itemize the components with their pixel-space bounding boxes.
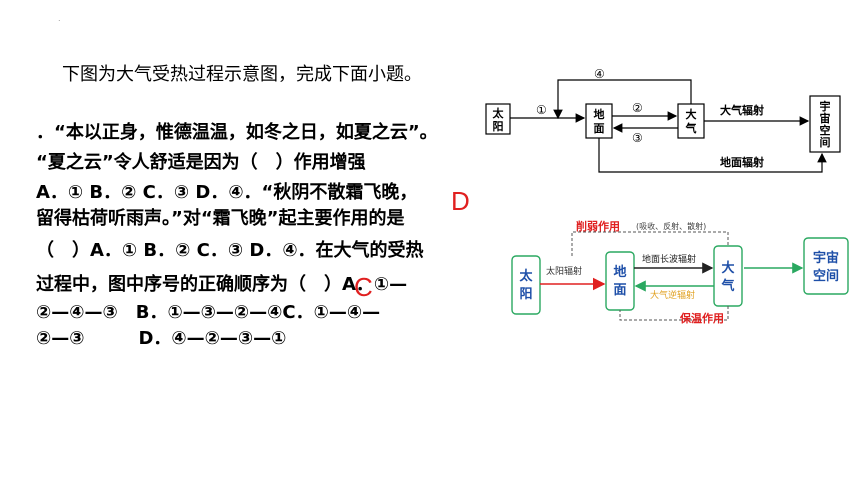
space2-label-2: 空间 [813,268,839,284]
atm2-label-2: 气 [721,278,734,294]
atmosphere-label-2: 气 [685,121,697,135]
question-line-1: ．“本以正身，惟德温温，如冬之日，如夏之云”。 [36,122,438,143]
space-box [809,95,841,153]
heating-process-diagram: 太 阳 地 面 大 气 宇 宙 空 间 ① ④ ② ③ 大气辐射 地面辐射 [485,67,841,173]
space-box-2 [803,237,849,295]
intro-text: 下图为大气受热过程示意图，完成下面小题。 [62,64,422,85]
sun-box-2 [511,255,541,315]
sun2-label-1: 太 [518,268,533,284]
insulation-dashed-line [619,306,729,321]
sun-label-2: 阳 [493,119,504,133]
sun2-label-2: 阳 [519,287,532,302]
weakening-label: 削弱作用 [576,219,620,233]
ground-radiation-arrow [598,138,827,173]
atmosphere-box-2 [713,245,743,307]
answer-mark-d: D [451,186,470,216]
space-label-3: 空 [820,123,831,137]
question-line-4: 留得枯荷听雨声。”对“霜飞晚”起主要作用的是 [36,208,405,229]
insulation-label: 保温作用 [679,311,724,325]
label-n2: ② [632,101,643,115]
ground-label-1: 地 [594,107,605,121]
label-n1: ① [536,103,547,117]
space2-label-1: 宇宙 [813,250,839,266]
question-line-3: A．① B．② C．③ D．④．“秋阴不散霜飞晚， [36,182,418,203]
ground2-label-1: 地 [613,264,626,280]
question-line-8: ②—③ D．④—②—③—① [36,328,287,349]
atmosphere-box [677,103,705,139]
sun-box [485,103,511,135]
space-label-4: 间 [820,136,831,149]
space-label-2: 宙 [820,111,831,125]
longwave-label: 地面长波辐射 [642,253,696,265]
question-line-2: “夏之云”令人舒适是因为（ ）作用增强 [36,152,366,173]
ground-label-2: 面 [594,122,605,135]
ground-radiation-label: 地面辐射 [720,155,764,169]
counter-radiation-label: 大气逆辐射 [650,289,695,301]
label-n3: ③ [632,131,643,145]
colored-heating-diagram: 削弱作用 (吸收、反射、散射) 太 阳 太阳辐射 地 面 地面长波辐射 大气逆辐… [511,219,849,325]
sun-label-1: 太 [492,106,505,120]
question-line-7: ②—④—③ B．①—③—②—④C．①—④— [36,302,381,323]
weakening-dashed-line [571,231,729,256]
atmosphere-label-1: 大 [686,107,697,121]
question-line-6: 过程中，图中序号的正确顺序为（ ）A．①— [36,274,408,295]
label-n4: ④ [594,67,605,81]
solar-radiation-label: 太阳辐射 [546,265,582,277]
ground2-label-2: 面 [613,283,626,298]
corner-dot: . [58,14,61,23]
question-line-5: （ ）A．① B．② C．③ D．④．在大气的受热 [36,240,424,261]
answer-mark-c: C [354,272,373,302]
atm2-label-1: 大 [721,260,734,276]
ground-box-2 [605,251,635,311]
arrow-4 [553,79,692,120]
weakening-detail: (吸收、反射、散射) [636,221,706,231]
atm-radiation-label: 大气辐射 [720,103,764,117]
space-label-1: 宇 [820,99,831,113]
